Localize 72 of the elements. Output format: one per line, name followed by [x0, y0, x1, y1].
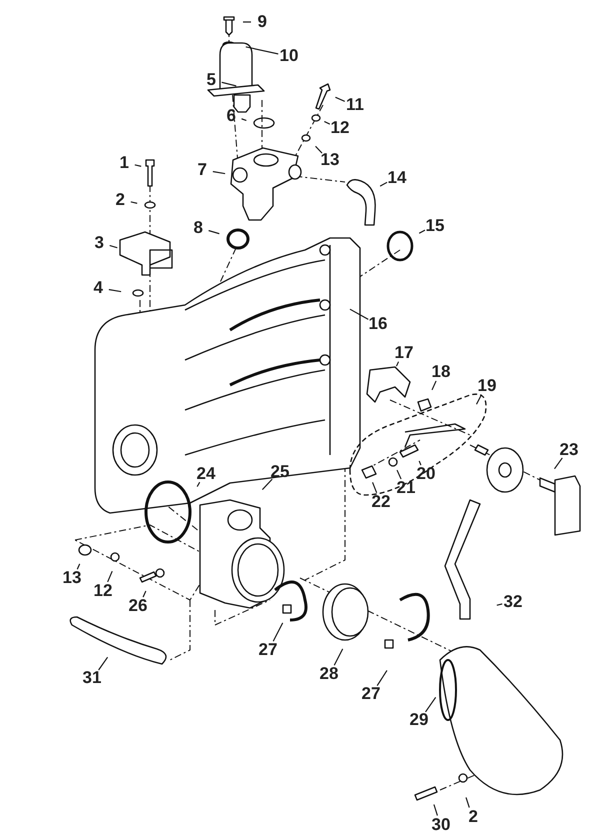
callout-number: 9: [258, 13, 267, 31]
callout-number: 13: [62, 569, 82, 587]
leader-line: [98, 656, 108, 670]
leader-line: [208, 230, 220, 234]
callout-number: 1: [120, 154, 129, 172]
callout-number: 10: [280, 47, 298, 65]
leader-line: [130, 201, 138, 204]
callout-number: 20: [416, 465, 436, 483]
leader-line: [241, 118, 247, 121]
callout-number: 26: [128, 597, 148, 615]
leader-line: [466, 797, 470, 808]
callout-number: 30: [432, 816, 450, 834]
leader-line: [272, 622, 284, 642]
callout-number: 7: [198, 161, 207, 179]
leader-line: [425, 696, 436, 712]
leader-line: [222, 82, 236, 86]
leader-line: [324, 120, 330, 125]
leader-line: [142, 590, 146, 598]
leader-line: [246, 46, 278, 54]
callout-number: 11: [346, 96, 364, 114]
callout-number: 25: [270, 463, 290, 481]
callout-number: 15: [426, 217, 444, 235]
callout-number: 3: [94, 234, 104, 252]
leader-line: [334, 648, 344, 666]
callout-number: 17: [394, 344, 414, 362]
leader-line: [496, 603, 502, 606]
leader-line: [243, 21, 251, 23]
leader-line: [376, 670, 388, 686]
leader-line: [262, 478, 273, 490]
callout-number: 24: [196, 465, 216, 483]
leader-line: [554, 458, 563, 470]
leader-line: [315, 146, 322, 154]
callout-number: 8: [194, 219, 203, 237]
leader-line: [418, 460, 422, 466]
leader-line: [107, 570, 113, 582]
callout-number: 27: [258, 641, 278, 659]
leader-line: [433, 804, 438, 816]
callout-number: 27: [362, 685, 380, 703]
leader-line: [396, 361, 400, 366]
callout-number: 22: [372, 493, 390, 511]
callout-number: 2: [116, 191, 125, 209]
leader-line: [76, 564, 80, 570]
callout-number: 6: [226, 107, 236, 125]
leader-line: [110, 244, 118, 248]
callout-number: 13: [320, 151, 340, 169]
leader-line: [108, 289, 122, 292]
leader-line: [476, 394, 482, 404]
callout-number: 5: [206, 71, 216, 89]
callout-number: 12: [94, 582, 112, 600]
callout-number: 29: [410, 711, 428, 729]
leader-line: [418, 230, 426, 234]
callout-number: 23: [560, 441, 578, 459]
leader-line: [196, 482, 200, 487]
leader-line: [212, 171, 226, 174]
callout-number: 19: [478, 377, 496, 395]
callout-number: 4: [94, 279, 103, 297]
callout-number: 14: [388, 169, 406, 187]
callout-number: 12: [330, 119, 350, 137]
leader-line: [134, 164, 142, 167]
leader-line: [335, 96, 345, 102]
callout-number: 28: [320, 665, 338, 683]
leader-line: [350, 308, 369, 320]
callout-number: 18: [432, 363, 450, 381]
leader-line: [372, 482, 378, 493]
callout-number: 32: [504, 593, 522, 611]
leader-line: [380, 182, 388, 187]
callout-number: 2: [468, 808, 478, 826]
callout-number: 31: [82, 669, 102, 687]
callout-number: 21: [396, 479, 416, 497]
leader-line: [432, 380, 437, 390]
leader-line: [396, 470, 402, 480]
callout-number: 16: [368, 315, 388, 333]
